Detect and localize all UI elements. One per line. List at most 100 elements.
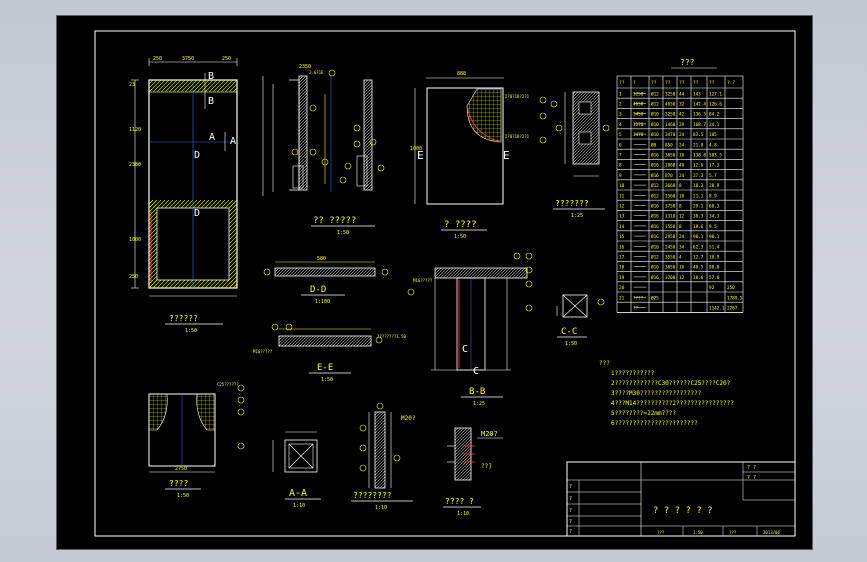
table-cell: Ø16 — [651, 203, 659, 210]
table-cell: 12 — [679, 275, 685, 281]
groove-section-view: ??????? 1:25 — [550, 91, 610, 219]
svg-text:?: ? — [569, 519, 572, 525]
table-cell: 28.9 — [709, 183, 720, 189]
section-ee-view: M16????? ????????1.50 E-E 1:50 — [253, 323, 406, 383]
table-cell: Ø12 — [651, 101, 659, 108]
table-cell: 21.1 — [693, 193, 704, 199]
svg-text:2?0?10?2?1: 2?0?10?2?1 — [505, 94, 530, 99]
table-cell: 14 — [619, 224, 625, 230]
table-cell: 90.1 — [709, 234, 720, 240]
table-cell: Ø25 — [651, 294, 659, 301]
table-cell: 1068 — [665, 163, 676, 169]
slot-elevation-view: 2350 2.6?1E ?? ????? 1:50 — [262, 64, 385, 236]
section-bb-caption: B-B — [469, 387, 485, 397]
table-cell: 29 — [679, 122, 685, 128]
svg-text:?: ? — [569, 484, 572, 490]
table-cell: 1370 — [633, 122, 644, 128]
section-cc-caption: C-C — [561, 327, 577, 337]
table-cell: 143 — [693, 91, 701, 97]
table-cell: 138.8 — [693, 153, 706, 159]
table-cell: 136.5 — [693, 112, 706, 118]
table-cell: 126.6 — [709, 102, 722, 108]
table-cell: Ø12 — [651, 192, 659, 199]
section-bb-view: C C M16????? B-B 1:25 — [407, 252, 533, 407]
table-header-cell: ?? — [709, 80, 715, 86]
table-cell: 8 — [679, 204, 682, 210]
table-cell: 17.3 — [709, 163, 720, 169]
table-cell: 27.3 — [693, 173, 704, 179]
table-cell: 105 — [709, 132, 717, 138]
table-cell: 2287 — [727, 306, 738, 312]
svg-text:1120: 1120 — [129, 127, 141, 133]
svg-text:250: 250 — [129, 274, 138, 280]
bb-section-mark-c-left: C — [462, 344, 468, 355]
title-block-stage: ? ? — [747, 475, 756, 481]
table-cell: 870 — [665, 173, 673, 179]
title-block-date: 2013/06 — [763, 530, 780, 535]
svg-text:2?0?10?2?1: 2?0?10?2?1 — [505, 134, 530, 139]
svg-text:2.6?1E: 2.6?1E — [309, 70, 324, 75]
table-cell: 503.5 — [709, 153, 722, 159]
table-cell: 3850 — [665, 265, 676, 271]
table-cell: 2 — [619, 102, 622, 108]
section-ee-caption: E-E — [317, 363, 333, 373]
slot-elevation-title: ?? ????? — [313, 216, 356, 226]
svg-text:??]: ??] — [481, 463, 492, 470]
table-cell: 3 — [619, 112, 622, 118]
table-cell: 6 — [619, 142, 622, 148]
table-cell: 2950 — [665, 234, 676, 240]
svg-text:?: ? — [569, 508, 572, 514]
table-cell: 4650 — [665, 102, 676, 108]
table-cell: 4650 — [633, 102, 644, 108]
design-notes: ??? 1??????????? 2????????????C30??????C… — [599, 360, 734, 427]
svg-text:?: ? — [569, 496, 572, 502]
rebar-table-title: ??? — [680, 58, 695, 67]
plan-section-mark-d-lower: D — [194, 208, 200, 219]
table-cell: 60.3 — [709, 204, 720, 210]
table-cell: 16 — [619, 244, 625, 250]
section-aa-scale: 1:10 — [293, 503, 305, 509]
section-cc-view: C-C 1:50 — [556, 294, 605, 347]
note-line-2: 2????????????C30??????C25????C20? — [611, 380, 731, 387]
table-header-cell: ?? — [693, 80, 699, 86]
table-cell: 38.3 — [693, 214, 704, 220]
table-cell: 127.1 — [709, 91, 722, 97]
table-cell: 42 — [679, 112, 685, 118]
table-cell: 12.6 — [693, 163, 704, 169]
table-cell: 4 — [679, 255, 682, 261]
svg-text:580: 580 — [317, 256, 326, 262]
section-ee-scale: 1:50 — [321, 377, 333, 383]
table-cell: 8 — [679, 224, 682, 230]
table-header-cell: ?? — [651, 80, 657, 86]
table-cell: 1310 — [665, 214, 676, 220]
table-cell: 29.1 — [693, 204, 704, 210]
table-cell: Ø16 — [651, 213, 659, 220]
table-cell: 98.8 — [709, 265, 720, 271]
table-cell: 250 — [727, 285, 735, 291]
table-cell: 84.2 — [709, 112, 720, 118]
section-aa-caption: A-A — [289, 488, 307, 499]
table-cell: 8 — [679, 183, 682, 189]
gate-panel-view: 888 1000 E E 2?0?10?2?1 2?0?10?2?1 ? ???… — [410, 71, 547, 240]
title-block[interactable]: ????? ? ? ? ? ? ? ? ? ? ? ??? 1:50 ??? 2… — [566, 461, 796, 537]
section-aa-view: A-A 1:10 — [272, 431, 321, 509]
table-cell: 3250 — [633, 91, 644, 97]
table-cell: 32 — [679, 102, 685, 108]
anchor-bolt-label: M20? — [481, 430, 498, 438]
table-cell: Ø16 — [651, 152, 659, 159]
title-block-project: ? ? — [747, 465, 756, 471]
table-cell: 3200 — [665, 275, 676, 281]
svg-text:2350: 2350 — [299, 64, 311, 70]
table-cell: 3470 — [633, 132, 644, 138]
table-cell: Ø10 — [651, 121, 659, 128]
svg-text:2380: 2380 — [129, 162, 141, 168]
table-cell: 8.9 — [709, 193, 717, 199]
table-cell: Ø10 — [651, 243, 659, 250]
svg-text:1000: 1000 — [410, 146, 422, 152]
plan-section-mark-d: D — [194, 150, 200, 161]
table-cell: 12.7 — [693, 255, 704, 261]
svg-text:????????1.50: ????????1.50 — [377, 334, 406, 339]
